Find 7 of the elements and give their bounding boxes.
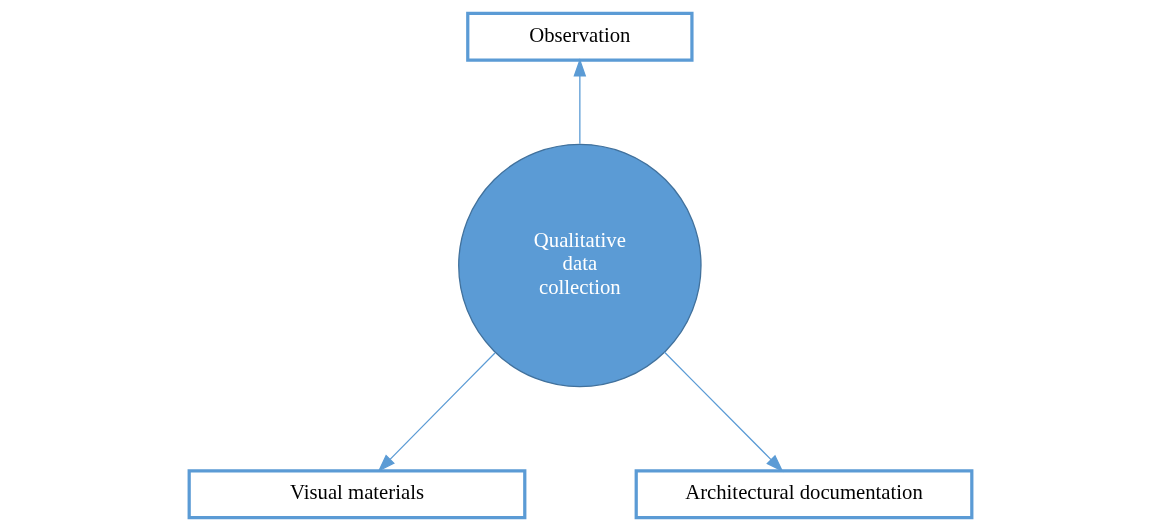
node-box: Visual materials xyxy=(187,469,527,520)
arrow xyxy=(377,352,496,472)
arrow xyxy=(573,58,587,145)
node-circle: Qualitative data collection xyxy=(458,143,702,388)
node-box: Architectural documentation xyxy=(634,469,974,520)
node-box: Observation xyxy=(466,11,694,62)
arrow xyxy=(663,351,784,473)
